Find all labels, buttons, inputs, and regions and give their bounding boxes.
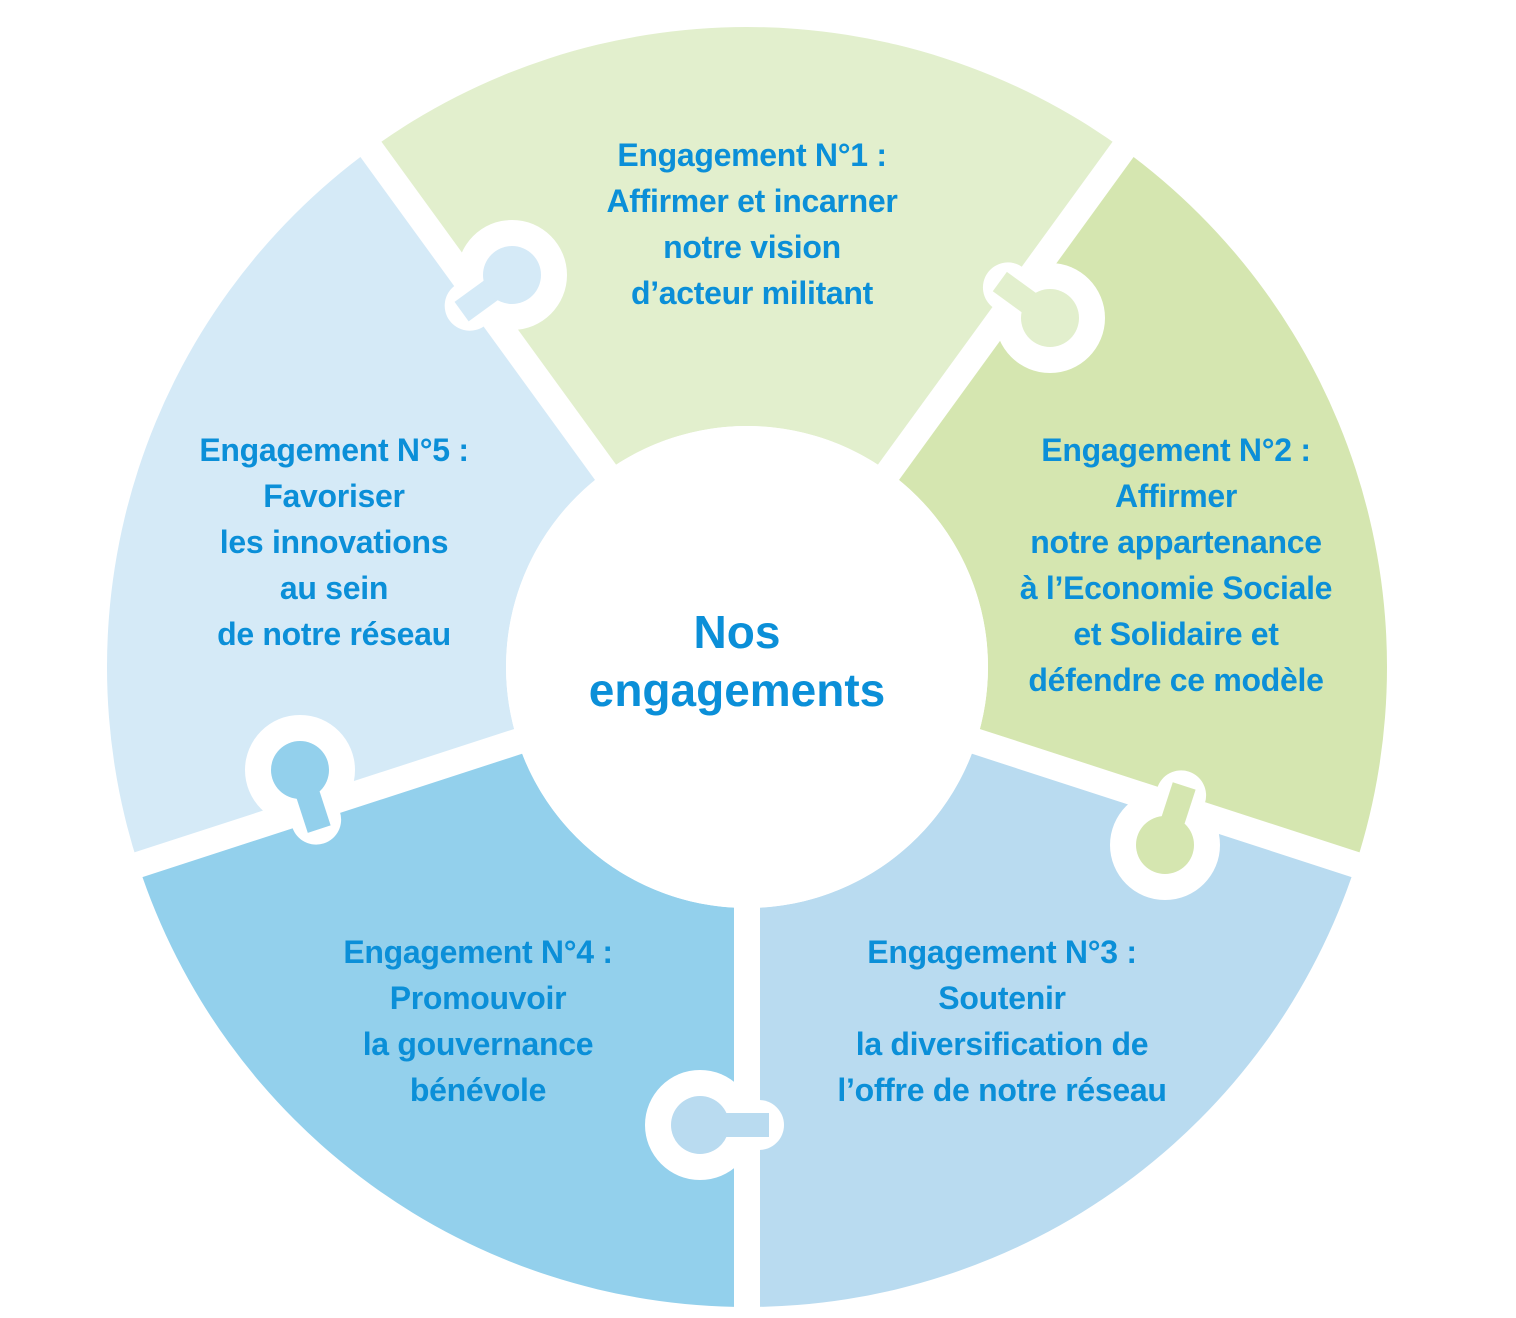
engagement-2-line: à l’Economie Sociale — [1019, 570, 1333, 606]
engagement-2-line: notre appartenance — [1030, 524, 1322, 560]
engagement-5-title: Engagement N°5 : — [199, 432, 469, 468]
engagement-4-line: la gouvernance — [362, 1026, 594, 1062]
engagement-2-label: Engagement N°2 : Affirmer notre apparten… — [1019, 427, 1333, 703]
engagement-4-title: Engagement N°4 : — [343, 934, 613, 970]
puzzle-knob-3 — [671, 1096, 729, 1154]
puzzle-knob-2 — [1136, 816, 1194, 874]
engagement-3-line: l’offre de notre réseau — [837, 1072, 1167, 1108]
engagement-2-title: Engagement N°2 : — [1041, 432, 1311, 468]
center-circle — [506, 426, 988, 908]
engagement-2-line: Affirmer — [1114, 478, 1238, 514]
engagement-2-line: et Solidaire et — [1073, 616, 1279, 652]
engagement-3-line: Soutenir — [938, 980, 1066, 1016]
engagement-3-label: Engagement N°3 : Soutenir la diversifica… — [837, 929, 1167, 1113]
engagement-4-line: bénévole — [409, 1072, 547, 1108]
engagement-1-line: Affirmer et incarner — [606, 183, 898, 219]
center-title-line2: engagements — [588, 664, 886, 716]
puzzle-knob-4 — [271, 741, 329, 799]
center-title: Nos engagements — [589, 603, 886, 719]
engagement-5-label: Engagement N°5 : Favoriser les innovatio… — [199, 427, 469, 657]
engagement-2-line: défendre ce modèle — [1028, 662, 1324, 698]
engagement-3-line: la diversification de — [855, 1026, 1149, 1062]
engagement-5-line: les innovations — [219, 524, 449, 560]
engagement-5-line: au sein — [279, 570, 389, 606]
engagement-4-line: Promouvoir — [389, 980, 567, 1016]
engagement-4-label: Engagement N°4 : Promouvoir la gouvernan… — [343, 929, 613, 1113]
center-title-line1: Nos — [693, 606, 781, 658]
puzzle-knob-5 — [483, 246, 541, 304]
engagement-1-line: notre vision — [663, 229, 841, 265]
engagement-3-title: Engagement N°3 : — [867, 934, 1137, 970]
engagement-1-title: Engagement N°1 : — [617, 137, 887, 173]
segment-4 — [138, 741, 747, 1307]
puzzle-knob-1 — [1021, 289, 1079, 347]
engagement-5-line: de notre réseau — [217, 616, 451, 652]
segment-1 — [370, 26, 1124, 473]
engagement-1-label: Engagement N°1 : Affirmer et incarner no… — [607, 132, 898, 316]
engagement-5-line: Favoriser — [263, 478, 405, 514]
engagement-1-line: d’acteur militant — [630, 275, 874, 311]
